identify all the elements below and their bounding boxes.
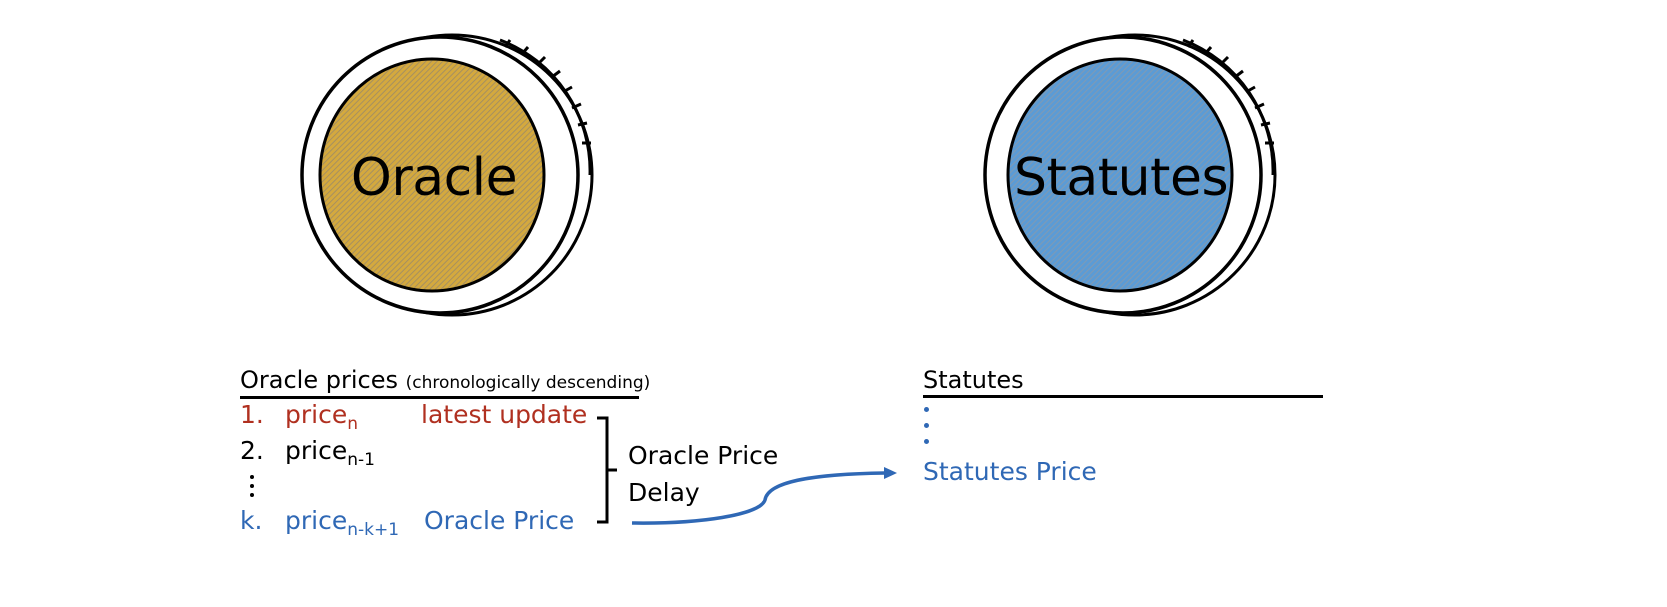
statutes-price-item: Statutes Price: [923, 457, 1097, 486]
oracle-price-delay-label: Oracle Price Delay: [628, 441, 779, 507]
statutes-heading: Statutes: [923, 366, 1024, 394]
oracle-row-1: 1.: [240, 400, 264, 429]
oracle-heading-rule: [240, 396, 639, 399]
oracle-coin-label: Oracle: [350, 148, 518, 208]
oracle-row-k-note: Oracle Price: [424, 506, 575, 535]
statutes-coin-label: Statutes: [1013, 148, 1229, 208]
vertical-ellipsis-icon: [250, 470, 254, 502]
oracle-row-1-note: latest update: [421, 400, 588, 429]
oracle-row-k-price: pricen-k+1: [285, 506, 400, 540]
oracle-row-2-price: pricen-1: [285, 436, 375, 470]
statutes-heading-rule: [923, 395, 1323, 398]
oracle-prices-heading: Oracle prices (chronologically descendin…: [240, 366, 651, 394]
arrow-icon: [631, 467, 897, 525]
bracket-icon: [597, 416, 617, 524]
vertical-ellipsis-icon: [924, 396, 929, 455]
oracle-row-2: 2.: [240, 436, 264, 465]
oracle-row-k: k.: [240, 506, 263, 535]
oracle-prices-heading-note: (chronologically descending): [405, 373, 651, 393]
oracle-row-1-price: pricen: [285, 400, 359, 434]
